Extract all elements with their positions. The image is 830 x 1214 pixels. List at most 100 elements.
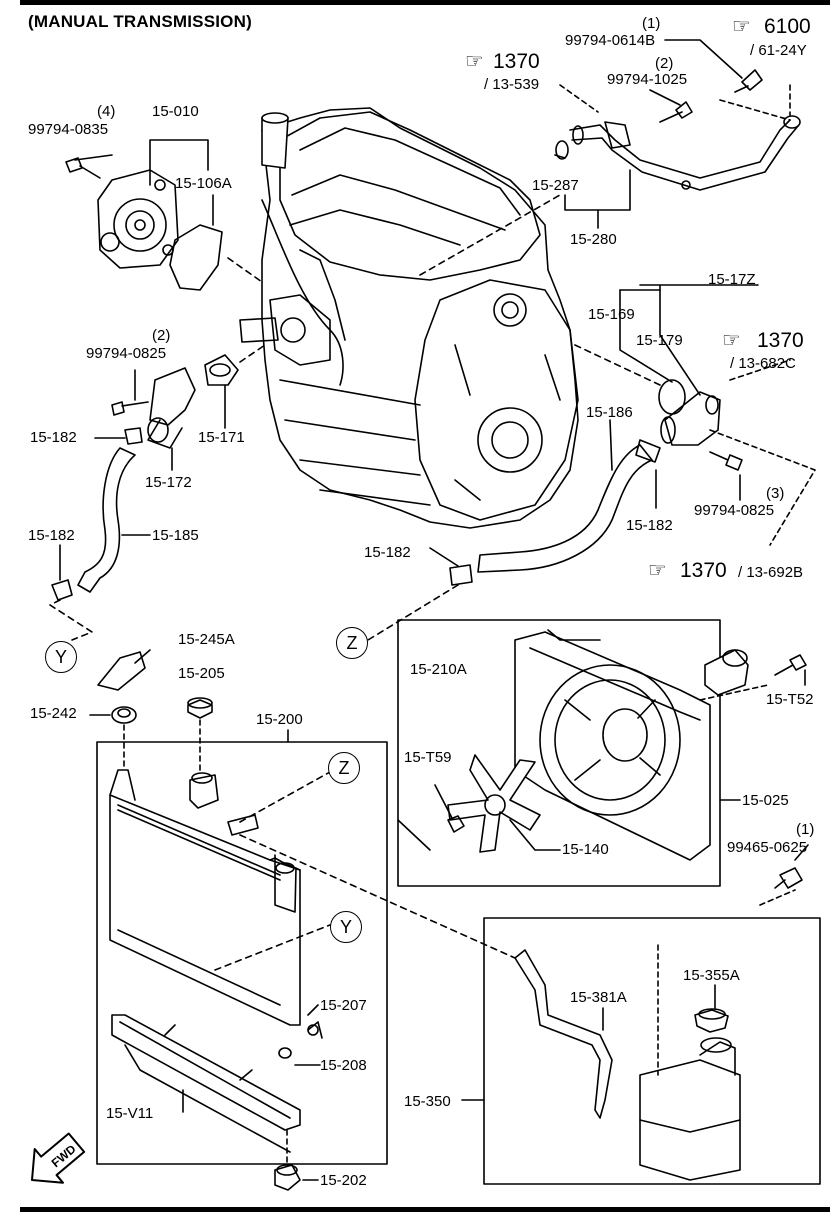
label-99794-0614B: 99794-0614B [565,32,656,49]
label-15-280: 15-280 [570,231,617,248]
label-15-169: 15-169 [588,306,635,323]
fan-shroud-15-210A [514,629,711,861]
reservoir-box [483,917,821,1185]
marker-y-top: Y [45,641,77,673]
ref-6100[interactable]: 6100 [764,15,811,38]
bottom-border [20,1207,830,1212]
overflow-hose-15-381A [514,949,613,1119]
bolt-99794-0614B [734,69,763,93]
seal-15-242 [111,706,137,724]
ref-13-682C[interactable]: / 13-682C [730,355,796,372]
label-15-179: 15-179 [636,332,683,349]
lower-hose-15-185 [77,447,136,593]
bolt-99794-1025 [659,101,693,123]
radiator-cap-15-205 [187,697,213,719]
bolt-15-T52 [774,654,807,676]
label-15-202: 15-202 [320,1172,367,1189]
ref-hand-2: ☞ [732,15,751,38]
drain-plug-15-202 [274,1164,301,1191]
label-15-350: 15-350 [404,1093,451,1110]
hose-clamp-15-182-b [51,579,73,601]
bracket-15-245A [97,651,146,691]
hose-clamp-15-182-a [124,427,143,445]
label-15-186: 15-186 [586,404,633,421]
label-15-207: 15-207 [320,997,367,1014]
label-99794-1025: 99794-1025 [607,71,688,88]
label-15-182-c: 15-182 [626,517,673,534]
label-15-182-b: 15-182 [28,527,75,544]
bolt-99794-0825-a [111,401,149,416]
reservoir-tank [639,1037,741,1181]
bolt-99794-0835 [65,157,101,179]
fan-15-140 [447,754,541,853]
ref-13-692B[interactable]: / 13-692B [738,564,804,581]
label-qty-99465-0625: (1) [796,821,815,838]
label-15-17Z: 15-17Z [708,271,756,288]
ref-61-24Y[interactable]: / 61-24Y [750,42,807,59]
label-15-208: 15-208 [320,1057,367,1074]
fan-motor [704,649,749,696]
thermostat-outlet [147,367,196,449]
ref-hand-4: ☞ [648,559,667,582]
label-qty-99794-1025: (2) [655,55,674,72]
label-15-185: 15-185 [152,527,199,544]
label-15-140: 15-140 [562,841,609,858]
ref-13-539[interactable]: / 13-539 [484,76,540,93]
water-pump [97,169,179,269]
fan-assembly-box [397,619,721,887]
marker-y-radiator: Y [330,911,362,943]
label-15-182-d: 15-182 [364,544,411,561]
label-15-355A: 15-355A [683,967,740,984]
marker-z-mid: Z [336,627,368,659]
ref-1370-a[interactable]: 1370 [493,50,540,73]
radiator-frame-box [96,741,388,1165]
water-pipe-15-280 [569,115,801,191]
ref-1370-b[interactable]: 1370 [757,329,804,352]
radiator-core [109,769,301,1026]
hose-clamp-15-182-d [449,564,473,586]
top-border [20,0,830,5]
label-99794-0825-a: 99794-0825 [86,345,167,362]
label-99794-0835: 99794-0835 [28,121,109,138]
label-qty-99794-0614B: (1) [642,15,661,32]
label-15-171: 15-171 [198,429,245,446]
label-15-T52: 15-T52 [766,691,814,708]
label-15-025: 15-025 [742,792,789,809]
label-qty-99794-0835: (4) [97,103,116,120]
ref-hand-3: ☞ [722,329,741,352]
label-15-010: 15-010 [152,103,199,120]
ref-hand-1: ☞ [465,50,484,73]
reservoir-cap-15-355A [694,1008,729,1033]
label-99465-0625: 99465-0625 [727,839,808,856]
ref-1370-c[interactable]: 1370 [680,559,727,582]
hose-clamp-15-182-c [635,439,661,463]
nut-15-T59 [447,815,465,833]
gasket-15-169 [658,379,686,415]
label-qty-99794-0825-a: (2) [152,327,171,344]
label-15-T59: 15-T59 [404,749,452,766]
marker-z-radiator: Z [328,752,360,784]
o-ring-15-287 [555,140,569,160]
hose-15-186 [477,444,653,573]
o-ring-15-208 [278,1047,292,1059]
label-15-182-a: 15-182 [30,429,77,446]
diagram-title: (MANUAL TRANSMISSION) [28,12,252,31]
label-15-205: 15-205 [178,665,225,682]
bolt-99794-0825-b [709,451,743,471]
label-15-242: 15-242 [30,705,77,722]
label-15-245A: 15-245A [178,631,235,648]
label-99794-0825-b: 99794-0825 [694,502,775,519]
label-15-210A: 15-210A [410,661,467,678]
water-outlet-15-17Z [660,391,721,446]
label-15-106A: 15-106A [175,175,232,192]
water-pump-gasket [169,224,223,291]
bolt-99465-0625 [774,867,803,889]
label-15-172: 15-172 [145,474,192,491]
thermostat-15-171 [204,354,239,386]
label-15-200: 15-200 [256,711,303,728]
fwd-arrow [31,1132,86,1184]
label-15-381A: 15-381A [570,989,627,1006]
label-15-V11: 15-V11 [106,1105,154,1122]
